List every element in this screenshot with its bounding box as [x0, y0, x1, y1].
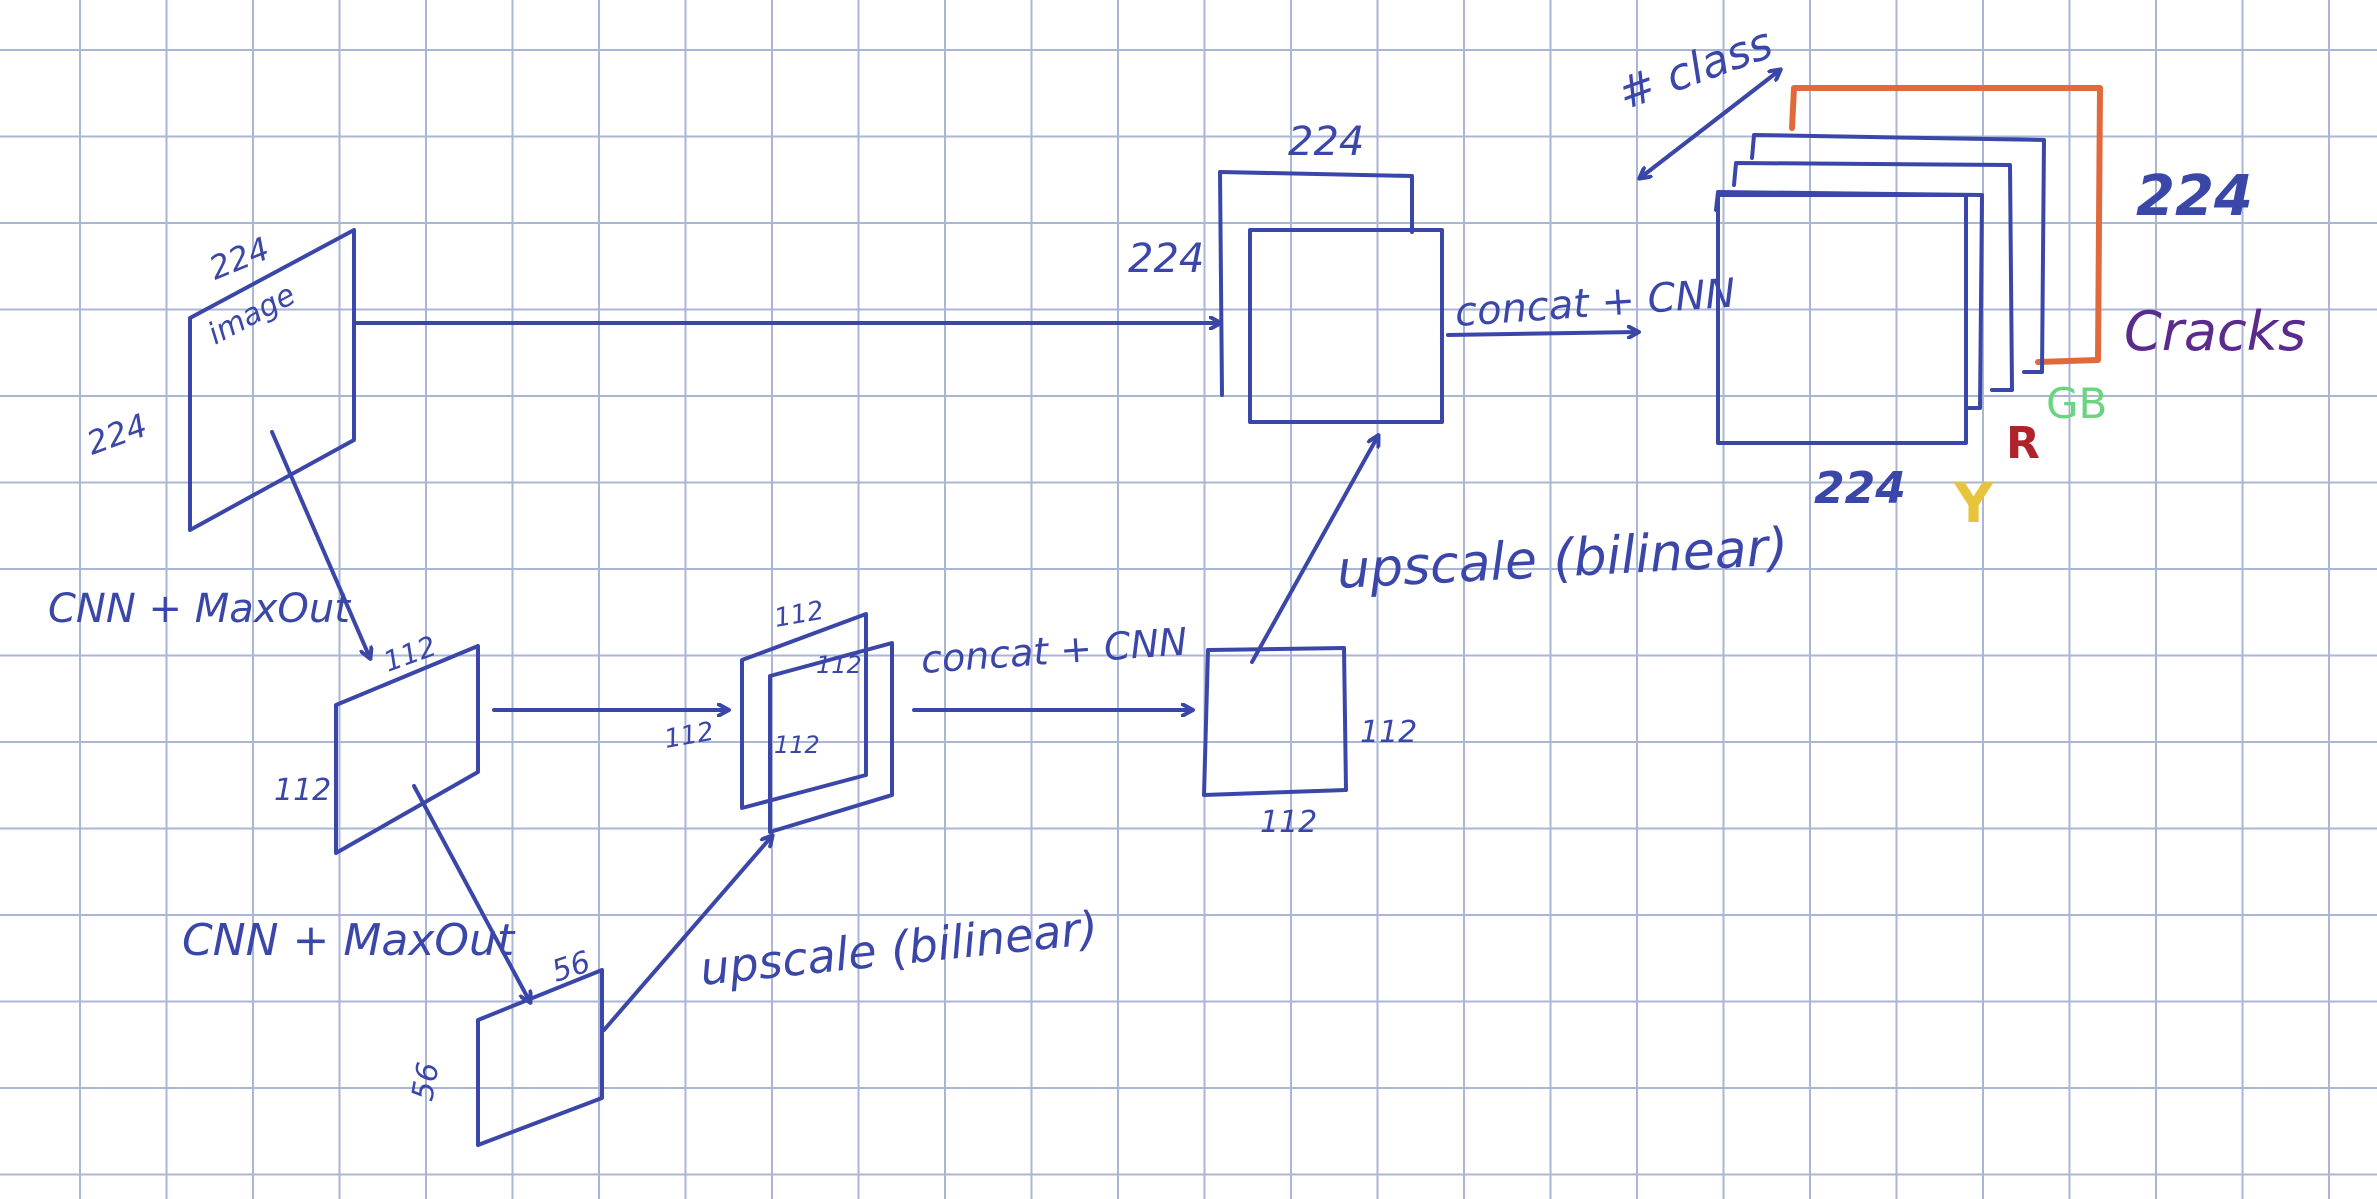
stage1-left-size-label: 112 — [274, 773, 331, 808]
arrow-input-to-stage1 — [270, 430, 370, 658]
top-concat-left-size-label: 224 — [1128, 236, 1204, 282]
top-concat-top-size-label: 224 — [1288, 119, 1364, 165]
upscale2-label: upscale (bilinear) — [1336, 517, 1790, 601]
output-layer-gb — [1750, 133, 2046, 374]
concat-mid-inner-top-label: 112 — [816, 651, 862, 679]
stage3-bottom-size-label: 112 — [1260, 805, 1317, 840]
stage2-left-size-label: 56 — [405, 1060, 446, 1104]
concat-mid-top-size-label: 112 — [772, 596, 826, 634]
class-name-r: R — [2006, 418, 2040, 469]
concat-mid-left-size-label: 112 — [662, 717, 716, 755]
stage1-op-label: CNN + MaxOut — [48, 586, 351, 632]
arrow-top-concat-to-output — [1446, 332, 1638, 335]
output-layer-r — [1732, 161, 2014, 392]
output-front-square — [1716, 193, 1968, 445]
stage2-plane — [476, 968, 604, 1147]
output-layer-cracks — [1789, 85, 2103, 365]
stage1-plane — [334, 644, 480, 855]
output-layer-y — [1714, 190, 1984, 410]
arrow-stage2-upscale — [602, 836, 772, 1032]
class-name-gb: GB — [2046, 379, 2107, 428]
class-depth-arrow-down — [1640, 68, 1782, 178]
concat-mid-front-plane — [768, 641, 894, 834]
arrow-stage1-to-stage2 — [412, 784, 530, 1002]
top-concat-front-square — [1248, 228, 1444, 424]
class-name-y: Y — [1953, 472, 1994, 535]
input-image-plane — [188, 228, 356, 532]
concat2-label: concat + CNN — [1453, 271, 1736, 336]
top-concat-back-frame — [1218, 170, 1414, 397]
concat-mid-back-plane — [740, 612, 868, 810]
output-height-label: 224 — [2136, 164, 2253, 229]
stage2-op-label: CNN + MaxOut — [182, 915, 516, 966]
concat1-label: concat + CNN — [920, 619, 1189, 681]
arrow-stage3-upscale — [1250, 436, 1378, 664]
stage3-right-size-label: 112 — [1360, 715, 1417, 750]
input-left-size-label: 224 — [82, 406, 152, 463]
concat-mid-inner-left-label: 112 — [774, 731, 820, 759]
output-width-label: 224 — [1814, 463, 1906, 514]
stage3-square — [1202, 646, 1348, 797]
class-name-cracks: Cracks — [2124, 300, 2306, 363]
input-image-label: image — [202, 277, 301, 352]
stage2-top-size-label: 56 — [548, 945, 595, 990]
stage1-top-size-label: 112 — [379, 629, 441, 678]
